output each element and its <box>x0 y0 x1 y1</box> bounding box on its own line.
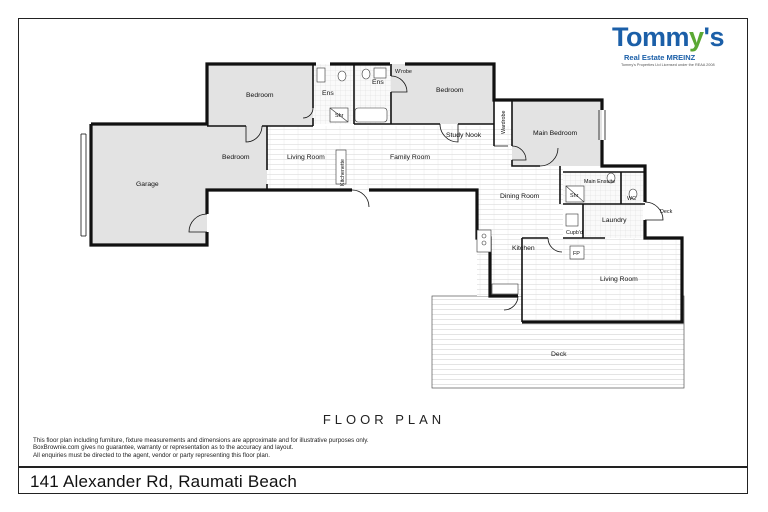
windows <box>80 110 606 237</box>
label-fp: FP <box>573 251 580 257</box>
hob-icon <box>481 240 487 246</box>
logo-fine-print: Tommy's Properties Ltd Licensed under th… <box>621 63 715 67</box>
label-kitchen: Kitchen <box>512 245 535 252</box>
bathtub <box>354 107 388 123</box>
bedroom-1-floor <box>207 64 313 126</box>
kitchen-sink <box>491 283 519 295</box>
fireplace <box>569 245 585 260</box>
wc-floor <box>621 172 643 204</box>
label-main-ensuite: Main Ensuite <box>584 179 615 185</box>
label-ens-2: Ens <box>372 79 384 86</box>
label-deck-small: Deck <box>660 209 673 215</box>
interior-walls <box>207 64 645 322</box>
logo-wordmark: Tommy's <box>612 22 724 52</box>
label-living-room-2: Living Room <box>600 276 638 283</box>
disclaimer-line: BoxBrownie.com gives no guarantee, warra… <box>33 444 294 452</box>
toilet-icon <box>606 172 616 184</box>
living-room-2-floor <box>522 238 682 322</box>
bedroom-2-floor <box>391 64 494 124</box>
disclaimer-line: All enquiries must be directed to the ag… <box>33 451 270 459</box>
page-frame <box>18 18 748 494</box>
plan-title: FLOOR PLAN <box>322 412 446 427</box>
label-bedroom-2: Bedroom <box>436 87 464 94</box>
toilet-icon <box>628 188 638 200</box>
label-living-room-1: Living Room <box>287 154 325 161</box>
door-swings <box>188 75 664 311</box>
label-main-bedroom: Main Bedroom <box>533 130 578 137</box>
label-study-nook: Study Nook <box>446 132 482 139</box>
label-dining-room: Dining Room <box>500 193 540 200</box>
vanity <box>316 67 326 83</box>
toilet-icon <box>337 70 347 82</box>
fixtures <box>316 67 638 295</box>
garage-floor <box>91 124 207 245</box>
vanity <box>373 67 387 79</box>
label-kitchenette: Kitchenette <box>340 159 346 186</box>
agency-logo: Tommy's Real Estate MREINZ Tommy's Prope… <box>606 22 746 72</box>
washer <box>565 213 579 227</box>
label-family-room: Family Room <box>390 154 430 161</box>
label-shr-1: Shr <box>335 113 344 119</box>
label-laundry: Laundry <box>602 217 627 224</box>
label-bedroom-3: Bedroom <box>222 154 250 161</box>
label-ens-1: Ens <box>322 90 334 97</box>
label-wc: WC <box>627 196 636 202</box>
disclaimer-line: This floor plan including furniture, fix… <box>33 437 369 444</box>
label-bedroom-1: Bedroom <box>246 92 274 99</box>
label-deck-large: Deck <box>551 351 567 358</box>
footer-divider <box>18 466 748 468</box>
hob-icon <box>481 233 487 239</box>
toilet-icon <box>361 68 371 80</box>
logo-tagline: Real Estate MREINZ <box>624 53 696 62</box>
kitchenette-bench <box>335 149 347 185</box>
label-wardrobe: Wardrobe <box>501 111 507 134</box>
label-cupbd: Cupb'd <box>566 230 583 236</box>
label-wrobe: W'robe <box>395 69 412 75</box>
living-family-floor <box>267 126 512 190</box>
disclaimer: This floor plan including furniture, fix… <box>33 437 369 459</box>
bedroom-3-floor <box>207 126 267 190</box>
laundry-floor <box>583 204 643 238</box>
label-shr-2: Shr <box>570 193 579 199</box>
label-garage: Garage <box>136 181 159 188</box>
property-address: 141 Alexander Rd, Raumati Beach <box>30 472 298 491</box>
